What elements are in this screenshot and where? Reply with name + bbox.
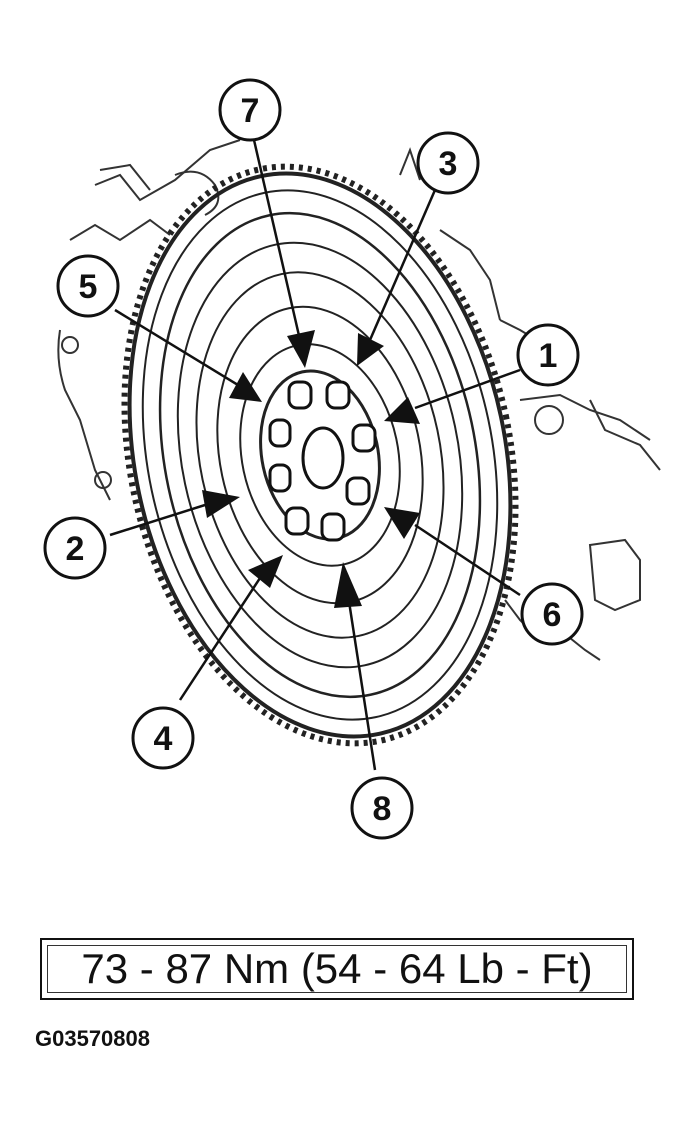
- bolt-7: [287, 380, 313, 410]
- bolt-2: [268, 463, 292, 493]
- bolt-5: [268, 418, 292, 448]
- callout-label: 5: [79, 268, 98, 306]
- flywheel-diagram: 7 3 5 1 2 6 4 8: [43, 78, 661, 840]
- bolt-6: [345, 476, 371, 506]
- hub: [268, 380, 377, 542]
- arrow-7: [287, 330, 315, 368]
- bolt-8: [320, 512, 346, 542]
- callout-4: 4: [131, 706, 195, 770]
- leader-lines: [109, 139, 521, 771]
- torque-spec-text: 73 - 87 Nm (54 - 64 Lb - Ft): [81, 945, 593, 992]
- callout-label: 1: [539, 337, 558, 375]
- callout-8: 8: [350, 776, 414, 840]
- torque-spec-box: 73 - 87 Nm (54 - 64 Lb - Ft): [40, 938, 634, 1000]
- callout-label: 7: [241, 92, 260, 130]
- callout-label: 6: [543, 596, 562, 634]
- bolt-1: [351, 423, 377, 453]
- arrowheads: [202, 330, 420, 608]
- arrow-2: [202, 490, 240, 518]
- callout-1: 1: [516, 323, 580, 387]
- callout-6: 6: [520, 582, 584, 646]
- callout-2: 2: [43, 516, 107, 580]
- arrow-5: [229, 372, 262, 402]
- callout-5: 5: [56, 254, 120, 318]
- bolt-4: [284, 506, 310, 536]
- callout-7: 7: [218, 78, 282, 142]
- callout-label: 4: [154, 720, 173, 758]
- callout-3: 3: [416, 131, 480, 195]
- torque-spec-inner-border: [47, 945, 627, 993]
- crank-pilot-hole: [301, 426, 345, 490]
- bolt-3: [325, 380, 351, 410]
- arrow-4: [248, 555, 283, 588]
- arrow-8: [334, 562, 362, 608]
- callout-label: 3: [439, 145, 458, 183]
- arrow-3: [357, 333, 384, 366]
- callout-label: 2: [66, 530, 85, 568]
- figure-id: G03570808: [35, 1026, 150, 1051]
- callout-label: 8: [373, 790, 392, 828]
- arrow-1: [384, 397, 420, 424]
- arrow-6: [384, 507, 420, 539]
- engine-block-sketch: [57, 139, 661, 661]
- flywheel: [121, 163, 519, 747]
